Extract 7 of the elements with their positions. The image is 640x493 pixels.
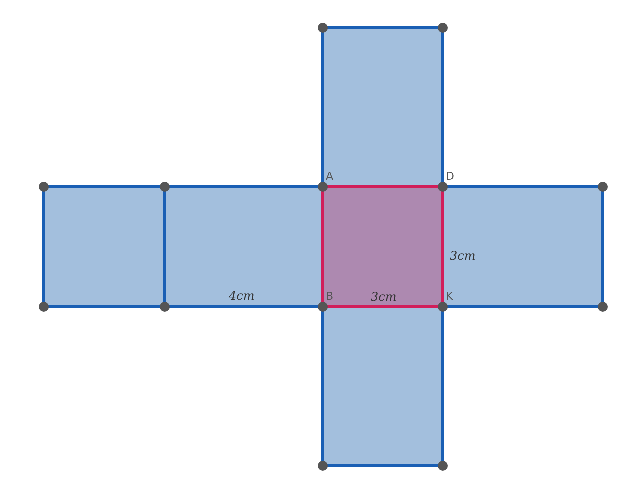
dimension-label: 3cm [450, 250, 476, 262]
vertex-label: D [446, 171, 454, 182]
vertex-label: B [326, 291, 334, 302]
dimension-label: 4cm [229, 290, 255, 302]
dimension-label: 3cm [371, 291, 397, 303]
vertex-label: A [326, 171, 334, 182]
vertex-label: K [446, 291, 454, 302]
